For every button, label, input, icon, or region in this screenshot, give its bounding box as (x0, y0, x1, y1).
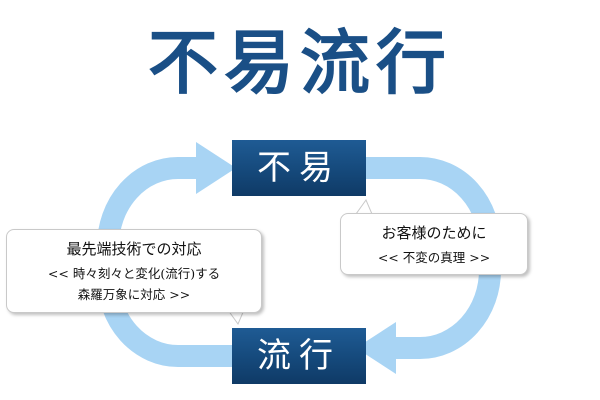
node-ryuko: 流行 (232, 328, 366, 384)
right-loop-arrowhead (356, 322, 396, 374)
diagram-title: 不易流行 (148, 21, 452, 104)
callout-technology: 最先端技術での対応 << 時々刻々と変化(流行)する 森羅万象に対応 >> (6, 229, 262, 313)
node-fueki: 不易 (232, 140, 366, 196)
callout-customer-heading: お客様のために (381, 224, 487, 242)
left-loop-arrowhead (196, 142, 236, 194)
callout-technology-sub2: 森羅万象に対応 >> (77, 287, 191, 302)
right-bubble-tail (355, 198, 373, 215)
callout-customer-sub: << 不変の真理 >> (377, 250, 491, 265)
callout-customer: お客様のために << 不変の真理 >> (340, 213, 528, 275)
callout-technology-sub1: << 時々刻々と変化(流行)する (47, 266, 221, 281)
callout-technology-heading: 最先端技術での対応 (66, 240, 202, 258)
